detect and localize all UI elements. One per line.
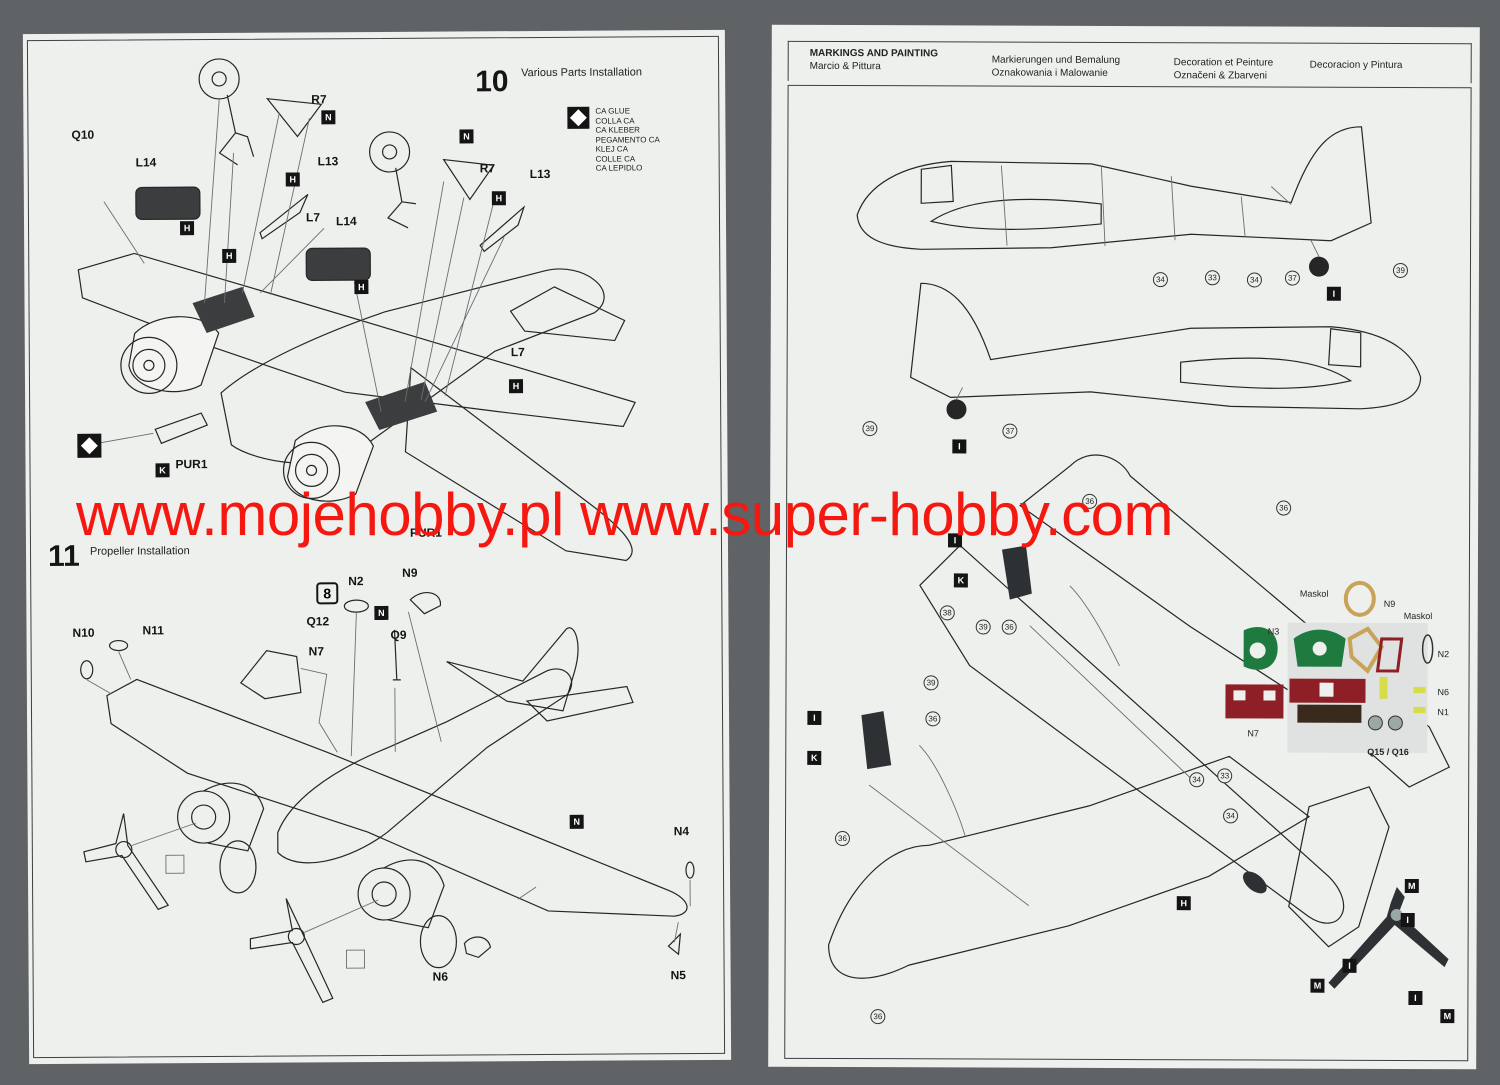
color-callout: 33	[1204, 270, 1220, 286]
decal-letter: I	[1408, 990, 1423, 1006]
decal-label: Maskol	[1299, 588, 1329, 599]
part-label: N	[374, 605, 389, 621]
part-label: N9	[402, 565, 418, 580]
decal-letter: I	[1400, 912, 1415, 928]
color-callout: 38	[939, 605, 955, 621]
decal-letter: I	[1342, 958, 1357, 973]
decal-letter: I	[807, 710, 822, 725]
decal-label: N1	[1437, 707, 1449, 718]
decal-label: Q15 / Q16	[1367, 746, 1409, 757]
markings-aircraft-drawings	[828, 126, 1451, 989]
part-label: N7	[308, 644, 325, 659]
color-callout: 36	[834, 830, 851, 847]
part-label: Q12	[306, 614, 330, 629]
part-label: Q9	[390, 627, 407, 642]
color-callout: 39	[1392, 262, 1408, 278]
color-callout: 33	[1217, 768, 1233, 784]
color-callout: 34	[1223, 808, 1239, 824]
color-callout: 39	[975, 619, 991, 635]
decal-letter: I	[952, 439, 967, 454]
decal-label: N7	[1247, 728, 1259, 739]
decal-letter: I	[1326, 286, 1341, 301]
part-label: N5	[670, 968, 687, 983]
step-10-aircraft-drawing	[77, 58, 636, 562]
left-instruction-page: 10 Various Parts Installation CA GLUE CO…	[22, 29, 732, 1065]
decal-letter: H	[1176, 896, 1191, 911]
decal-label: N6	[1437, 687, 1450, 698]
decal-label: Maskol	[1403, 610, 1433, 622]
decal-letter: M	[1404, 878, 1419, 894]
part-label: N10	[72, 625, 95, 640]
color-callout: 39	[923, 675, 939, 691]
part-label: N2	[348, 574, 364, 589]
color-callout: 34	[1152, 272, 1168, 288]
decal-letter: M	[1440, 1009, 1455, 1024]
color-callout: 36	[870, 1009, 886, 1025]
color-callout: 34	[1246, 272, 1262, 288]
color-callout: 34	[1189, 772, 1205, 788]
part-label: N	[569, 814, 584, 829]
color-callout: 36	[925, 711, 941, 727]
color-callout: 39	[862, 421, 878, 437]
part-label: N6	[432, 969, 449, 984]
decal-label: N3	[1267, 626, 1280, 637]
color-callout: 36	[1001, 619, 1017, 635]
step-11-aircraft-drawing	[80, 592, 695, 1004]
color-callout: 37	[1284, 270, 1300, 286]
color-callout: 37	[1002, 423, 1018, 439]
part-label: N4	[673, 824, 690, 839]
right-markings-page: MARKINGS AND PAINTING Marcio & Pittura M…	[768, 24, 1480, 1070]
decal-label: N2	[1437, 649, 1450, 660]
decal-label: N9	[1383, 598, 1396, 609]
decal-letter: K	[953, 573, 968, 588]
decal-letter: M	[1310, 978, 1325, 993]
watermark: www.mojehobby.pl www.super-hobby.com	[76, 481, 1173, 548]
part-label: N11	[142, 623, 164, 638]
decal-letter: K	[807, 750, 822, 765]
